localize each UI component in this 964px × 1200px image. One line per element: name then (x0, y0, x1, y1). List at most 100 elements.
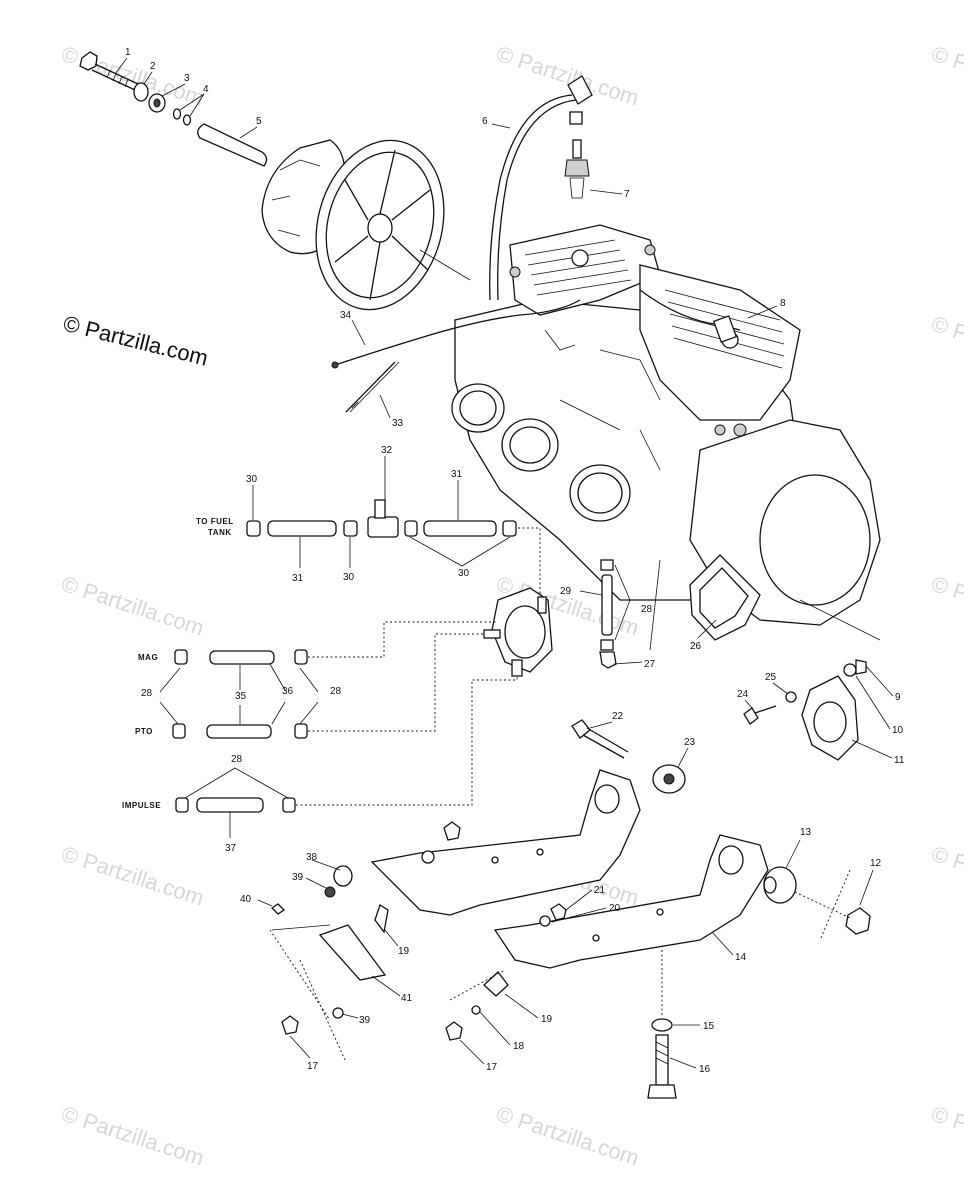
callout-19a: 19 (398, 946, 410, 957)
callout-29: 29 (560, 586, 572, 597)
fuel-hose-31b (423, 520, 497, 537)
clamp-30d (502, 520, 517, 537)
intake-port-2-inner (509, 426, 551, 464)
hose-37 (196, 797, 264, 813)
pto-label: PTO (135, 727, 153, 736)
watermark: © Partzilla.com (928, 841, 964, 911)
leader-24 (744, 699, 753, 709)
callout-28b: 28 (141, 688, 153, 699)
stud-19b (483, 971, 509, 997)
hose-route-pto (308, 633, 484, 732)
bolt-24-shank (754, 705, 777, 714)
spark-plug-7-insulator (572, 139, 582, 159)
drain-tube (599, 559, 631, 669)
clip-40 (270, 903, 286, 915)
leader-28-right (299, 667, 319, 725)
callout-39a: 39 (292, 872, 304, 883)
leader-40 (271, 924, 331, 931)
stud-19a (374, 904, 389, 934)
callout-26: 26 (690, 641, 702, 652)
callout-23: 23 (684, 737, 696, 748)
callout-30c: 30 (458, 568, 470, 579)
leader-10 (855, 675, 891, 730)
axis-12 (794, 891, 851, 919)
oring-4a (172, 108, 182, 120)
callout-22: 22 (612, 711, 624, 722)
head-bolt (509, 266, 521, 278)
leader-6 (491, 123, 511, 129)
leader-21 (565, 889, 593, 911)
spark-plug-bore-1 (571, 249, 589, 267)
mount-hole (491, 856, 499, 864)
drive-clutch (261, 139, 445, 311)
fuel-pump-fitting-in (537, 596, 547, 614)
bolt-24-head (743, 707, 759, 725)
leader-13 (785, 839, 801, 869)
watermark: © Partzilla.com (493, 41, 642, 111)
to-fuel-label: TO FUEL (196, 517, 234, 526)
leader-17a (289, 1035, 311, 1059)
watermark: © Partzilla.com (58, 1101, 207, 1171)
callout-40: 40 (240, 894, 252, 905)
leader-40b (257, 899, 273, 907)
callout-30b: 30 (343, 572, 355, 583)
spacer-3-hole (153, 98, 161, 108)
callout-35: 35 (235, 691, 247, 702)
callout-41: 41 (401, 993, 413, 1004)
leader-28-left (159, 667, 181, 725)
callouts: 1 2 3 4 5 6 7 8 9 10 11 12 13 14 15 16 1… (125, 47, 905, 1075)
clamp-28g (600, 559, 614, 571)
plug-wire-6 (489, 94, 573, 301)
leader-8 (747, 305, 778, 319)
callout-3: 3 (184, 73, 190, 84)
bolt-16-head (647, 1084, 677, 1099)
hose-route-impulse (296, 676, 518, 806)
hose-route-mag (308, 621, 498, 658)
leader-11 (851, 739, 893, 759)
head-bolt (714, 424, 726, 436)
bolt-head-1 (79, 51, 98, 71)
spark-plug-7-hex (564, 159, 590, 177)
sleeve-5 (197, 123, 268, 167)
watermark: © Partzilla.com (928, 1101, 964, 1171)
leader-16 (669, 1057, 697, 1069)
leader-33 (379, 394, 391, 419)
partzilla-logo: © Partzilla.com (61, 311, 211, 371)
leader-19b (504, 993, 539, 1019)
bracket-41 (318, 924, 387, 981)
callout-28a: 28 (641, 604, 653, 615)
nut-21 (550, 903, 567, 921)
spark-plug-7-thread (569, 177, 585, 199)
leader-9 (865, 665, 894, 697)
clutch-spokes (334, 149, 431, 301)
callout-9: 9 (895, 692, 901, 703)
leader-1 (114, 57, 128, 75)
clamp-28c (172, 723, 186, 739)
cable-end-34 (331, 361, 339, 369)
hose-35a (209, 650, 275, 665)
mount-hole (592, 934, 600, 942)
leader-30c (409, 536, 511, 567)
engine-block (451, 224, 881, 626)
leader-3 (161, 83, 186, 97)
callout-18: 18 (513, 1041, 525, 1052)
washer-25 (785, 691, 797, 703)
leader-34 (351, 319, 366, 346)
clamp-28d (294, 723, 308, 739)
mount-bracket-rear (493, 834, 769, 969)
callout-31b: 31 (451, 469, 463, 480)
ignition-parts (489, 75, 741, 343)
mount-hole (536, 848, 544, 856)
plug-boot (569, 111, 583, 125)
axis-12-b (819, 869, 851, 941)
leader-28-tube (614, 564, 631, 641)
cover-26 (689, 554, 761, 641)
engine-details (544, 329, 661, 471)
leader-clutch (419, 249, 471, 281)
throttle-cable-34 (334, 299, 581, 366)
callout-36: 36 (282, 686, 294, 697)
bolt-16-thread (655, 1041, 669, 1065)
watermark: © Partzilla.com (58, 841, 207, 911)
callout-39b: 39 (359, 1015, 371, 1026)
clamp-28a (174, 649, 188, 665)
